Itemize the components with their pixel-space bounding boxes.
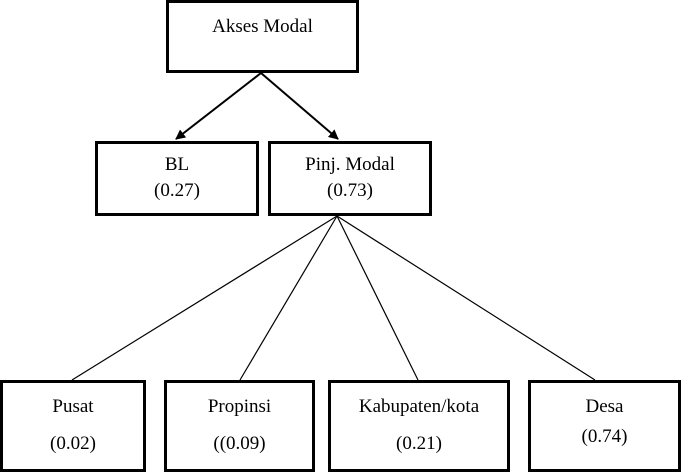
edge-to-desa	[336, 215, 596, 381]
node-weight: (0.21)	[396, 433, 442, 454]
node-weight: (0.27)	[154, 180, 200, 201]
node-label: Desa	[585, 396, 624, 417]
node-pinj-modal: Pinj. Modal (0.73)	[268, 141, 432, 216]
node-label: Propinsi	[207, 396, 272, 417]
edge-to-pusat	[71, 215, 338, 381]
node-kabupaten-kota: Kabupaten/kota (0.21)	[328, 380, 510, 472]
node-akses-modal: Akses Modal	[166, 0, 359, 73]
node-desa: Desa (0.74)	[528, 380, 681, 472]
edge-to-kabupaten-kota	[336, 215, 419, 381]
node-propinsi: Propinsi ((0.09)	[164, 380, 315, 472]
node-weight: (0.74)	[581, 426, 628, 447]
arrow-root-to-bl	[175, 72, 262, 140]
node-label: Pinj. Modal	[305, 154, 395, 175]
node-pusat: Pusat (0.02)	[0, 380, 146, 472]
edge-to-propinsi	[239, 215, 338, 381]
node-label: Akses Modal	[212, 16, 313, 37]
node-label: Pusat	[52, 396, 94, 417]
node-label: Kabupaten/kota	[358, 396, 480, 417]
node-bl: BL (0.27)	[95, 141, 259, 216]
node-label: BL	[164, 154, 190, 175]
arrow-root-to-pinj-modal	[260, 72, 339, 140]
node-weight: (0.73)	[327, 180, 373, 201]
node-weight: (0.02)	[50, 433, 96, 454]
node-weight: ((0.09)	[213, 433, 266, 454]
